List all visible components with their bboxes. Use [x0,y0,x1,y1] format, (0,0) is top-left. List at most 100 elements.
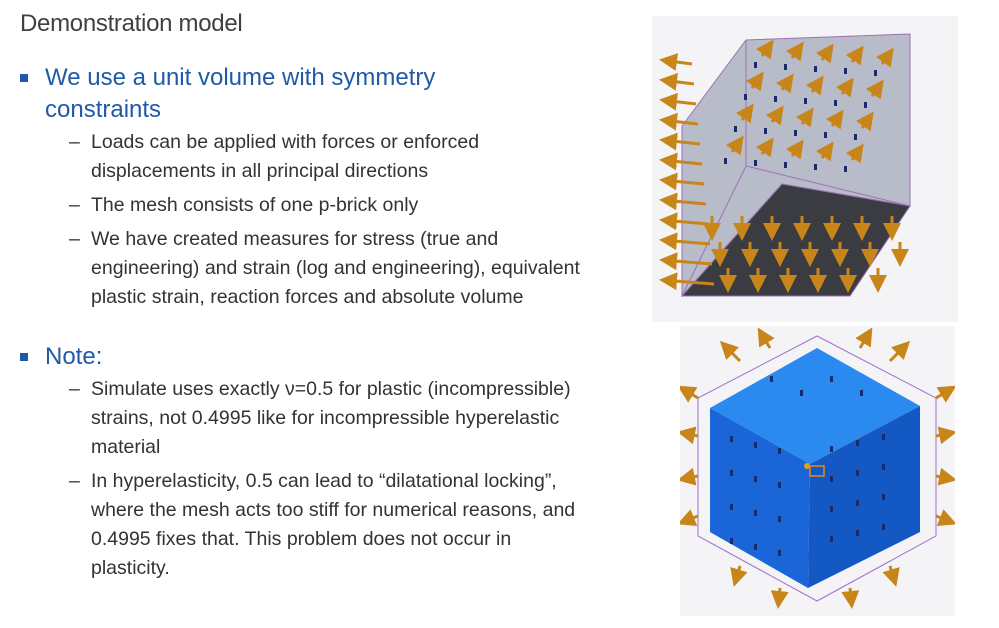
constraint-marker [882,494,885,500]
constraint-marker [844,166,847,172]
load-arrow [882,565,900,587]
constraint-marker [778,448,781,454]
constraint-marker [856,500,859,506]
sub-line: plasticity. [91,557,170,579]
constraint-marker [744,94,747,100]
bullet-heading: We use a unit volume with symmetry const… [45,62,620,126]
load-arrow [755,137,774,158]
constraint-marker [882,524,885,530]
load-arrow [785,41,804,62]
load-arrow [659,252,713,271]
blue-cube-with-constraints-figure [677,326,957,616]
load-arrow [845,45,864,66]
load-arrow [659,132,701,151]
load-arrow [719,340,742,363]
load-arrow [805,75,824,96]
constraint-marker [874,70,877,76]
bullet-marker [20,353,28,361]
constraint-marker [784,162,787,168]
constraint-marker [778,482,781,488]
load-arrow [815,43,834,64]
constraint-marker [834,100,837,106]
load-arrow [659,92,697,111]
constraint-marker [784,64,787,70]
constraint-marker [730,436,733,442]
sub-bullet-mesh: – The mesh consists of one p-brick only [69,191,620,220]
constraint-marker [882,434,885,440]
constraint-marker [830,446,833,452]
load-arrow [677,467,699,486]
bullet-heading-line: constraints [45,96,162,123]
constraint-marker [754,510,757,516]
load-arrow [935,509,957,526]
load-arrow [745,71,764,92]
load-arrow [677,385,699,403]
constraint-marker [778,516,781,522]
sub-bullet-simulate: – Simulate uses exactly ν=0.5 for plasti… [69,375,620,462]
constraint-marker [814,164,817,170]
dash-marker: – [69,228,80,250]
constraint-marker [856,440,859,446]
sub-bullet-loads: – Loads can be applied with forces or en… [69,128,620,186]
load-arrow [865,79,884,100]
constraint-marker [800,390,803,396]
load-arrow [785,139,804,160]
dash-marker: – [69,194,80,216]
constraint-marker [730,538,733,544]
sub-line: displacements in all principal direction… [91,160,429,182]
load-arrow [845,143,864,164]
constraint-marker [724,158,727,164]
dash-marker: – [69,470,80,492]
load-arrow [659,232,711,251]
load-arrow [677,509,699,526]
constraint-marker [754,442,757,448]
sub-line: 0.4995 fixes that. This problem does not… [91,528,512,550]
constraint-marker [824,132,827,138]
load-arrow [659,152,703,171]
constraint-marker [864,102,867,108]
constraint-marker [778,550,781,556]
sub-line: In hyperelasticity, 0.5 can lead to “dil… [91,470,557,492]
constraint-marker [860,390,863,396]
load-arrow [855,327,873,349]
load-arrow [855,111,874,132]
sub-line: strains, not 0.4995 like for incompressi… [91,407,560,429]
load-arrow [757,327,775,349]
load-arrow [795,107,814,128]
sub-line: plastic strain, reaction forces and abso… [91,286,524,308]
constraint-marker [774,96,777,102]
constraint-marker [754,544,757,550]
constraint-marker [814,66,817,72]
constraint-marker [804,98,807,104]
constraint-marker [754,62,757,68]
constraint-marker [830,536,833,542]
constraint-marker [734,126,737,132]
load-arrow [835,77,854,98]
load-arrow [659,272,715,291]
sub-line: where the mesh acts too stiff for numeri… [91,499,576,521]
constraint-marker [730,504,733,510]
slide-title: Demonstration model [20,10,243,37]
load-arrow [730,565,748,587]
constraint-marker [764,128,767,134]
sub-line: The mesh consists of one p-brick only [91,194,419,216]
bullet-marker [20,74,28,82]
constraint-marker [830,376,833,382]
load-arrow [841,587,860,609]
blue-cube-with-constraints-icon [677,327,957,609]
load-arrow [659,212,709,231]
bullet-heading-line: Note: [45,343,103,370]
constraint-marker [830,506,833,512]
bullet-note: Note: – Simulate uses exactly ν=0.5 for … [20,341,620,588]
load-arrow [659,192,707,211]
load-arrow [659,172,705,191]
bullet-unit-volume: We use a unit volume with symmetry const… [20,62,620,317]
sub-bullet-measures: – We have created measures for stress (t… [69,225,620,312]
load-arrow [770,587,789,609]
constraint-marker [856,530,859,536]
load-arrow [725,135,744,156]
constraint-marker [770,376,773,382]
load-arrow [735,103,754,124]
constraint-marker [794,130,797,136]
